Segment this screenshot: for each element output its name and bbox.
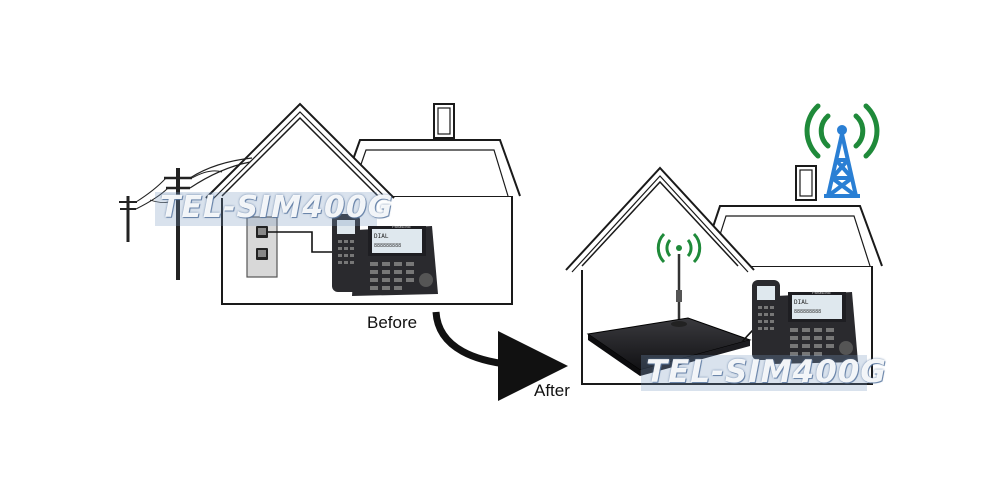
watermark-box-left — [155, 192, 377, 226]
curved-arrow-icon — [432, 311, 568, 401]
wall-phone-jack — [246, 216, 278, 278]
utility-poles — [119, 157, 253, 280]
watermark-left: TEL-SIM400G — [160, 190, 394, 225]
watermark-box-right — [641, 355, 867, 391]
svg-text:DIAL: DIAL — [374, 233, 389, 240]
antenna-signal-icon — [656, 232, 702, 322]
after-label: After — [534, 381, 570, 400]
cell-tower-icon — [804, 103, 880, 198]
svg-text:DIAL: DIAL — [794, 299, 809, 306]
before-label: Before — [367, 313, 418, 332]
svg-text:Panasonic: Panasonic — [392, 224, 411, 229]
phone-line-cable — [268, 231, 338, 253]
house-after — [565, 165, 883, 385]
watermark-right: TEL-SIM400G — [646, 354, 887, 390]
cordless-phone-after: DIAL 888888888 Panasonic — [752, 280, 858, 364]
sim-router-device — [586, 317, 752, 376]
svg-text:888888888: 888888888 — [374, 243, 401, 249]
svg-text:Panasonic: Panasonic — [812, 290, 831, 295]
cordless-phone-before: DIAL 888888888 Panasonic — [332, 214, 438, 296]
svg-text:888888888: 888888888 — [794, 309, 821, 315]
